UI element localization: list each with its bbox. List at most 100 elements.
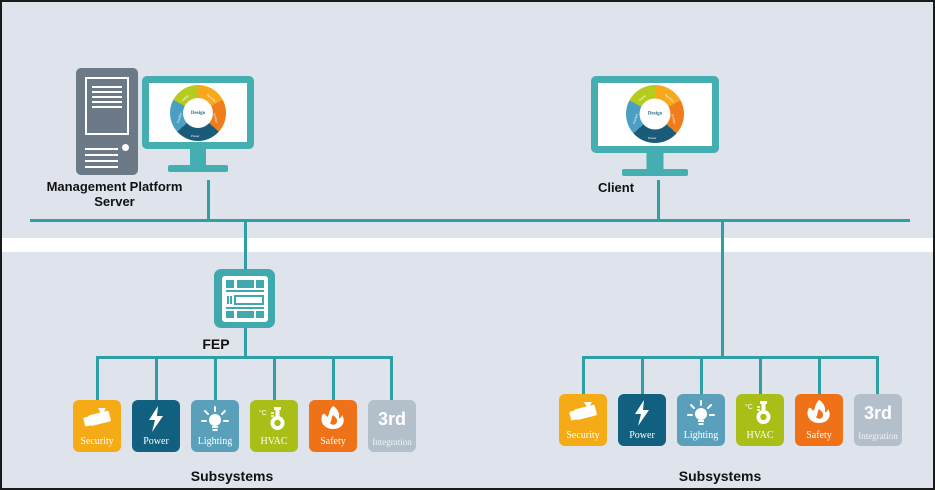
- donut-label-energy: Energy: [212, 112, 220, 124]
- fep-to-bar-line: [244, 328, 247, 358]
- subsystem-tile-lighting-left[interactable]: Lighting: [191, 400, 239, 452]
- monitor-frame: Desigo Safety Security Energy Power Comf…: [142, 76, 254, 149]
- right-drop-safety: [818, 356, 821, 394]
- management-server-label: Management Platform Server: [22, 179, 207, 210]
- subsystem-tile-security-right[interactable]: Security: [559, 394, 607, 446]
- right-subsystems-group-label: Subsystems: [678, 468, 762, 484]
- server-drive-bays: [85, 77, 129, 135]
- left-drop-safety: [332, 356, 335, 400]
- fep-bar-top-left: [225, 279, 234, 288]
- fep-label: FEP: [202, 336, 230, 352]
- subsystem-label-power-right: Power: [629, 430, 655, 441]
- subsystem-label-integration-left: Integration: [372, 437, 412, 447]
- lightbulb-icon: [677, 394, 725, 431]
- fep-bar-bottom-rail: [225, 306, 264, 309]
- monitor-neck: [190, 149, 206, 165]
- donut-center-label: Desigo: [190, 110, 206, 116]
- fep-device-icon: [214, 269, 275, 328]
- client-donut-label-energy: Energy: [670, 113, 678, 125]
- subsystem-tile-power-left[interactable]: Power: [132, 400, 180, 452]
- server-power-led: [122, 144, 129, 151]
- left-subsystems-group-label: Subsystems: [190, 468, 274, 484]
- subsystem-tile-hvac-right[interactable]: °C HVAC: [736, 394, 784, 446]
- server-vents: [85, 144, 118, 172]
- thermometer-icon: °C: [736, 394, 784, 431]
- client-monitor-base: [622, 169, 688, 176]
- third-party-icon: 3rd: [368, 400, 416, 438]
- subsystem-label-hvac-left: HVAC: [260, 436, 288, 447]
- client-monitor: Desigo Safety Security Energy Power Comf…: [591, 76, 719, 176]
- camera-icon: [559, 394, 607, 431]
- fep-bar-top-mid: [236, 279, 254, 288]
- desigo-donut-chart: Desigo Safety Security Energy Power Comf…: [170, 85, 226, 141]
- lightning-icon: [132, 400, 180, 437]
- server-tower-icon: [76, 68, 138, 175]
- left-drop-security: [96, 356, 99, 400]
- right-distribution-bar: [582, 356, 878, 359]
- fep-terminal-2: [229, 295, 232, 304]
- client-label: Client: [597, 180, 635, 195]
- lightbulb-icon: [191, 400, 239, 437]
- fep-bar-bottom-right: [255, 310, 264, 318]
- camera-icon: [73, 400, 121, 437]
- left-drop-lighting: [214, 356, 217, 400]
- donut-center: Desigo: [183, 98, 213, 128]
- right-drop-security: [582, 356, 585, 394]
- subsystem-label-lighting-right: Lighting: [683, 430, 719, 441]
- subsystem-label-security-right: Security: [566, 430, 600, 441]
- fep-bar-top-right: [255, 279, 264, 288]
- server-to-bus-line: [207, 180, 210, 220]
- background-white-band: [2, 238, 933, 252]
- subsystem-label-integration-right: Integration: [858, 431, 898, 441]
- subsystem-label-safety-right: Safety: [806, 430, 832, 441]
- subsystem-label-lighting-left: Lighting: [197, 436, 233, 447]
- bus-to-fep-line: [244, 219, 247, 272]
- subsystem-tile-security-left[interactable]: Security: [73, 400, 121, 452]
- subsystem-tile-integration-right[interactable]: 3rd Integration: [854, 394, 902, 446]
- flame-icon: [309, 400, 357, 437]
- client-to-bus-line: [657, 180, 660, 220]
- client-desigo-donut-chart: Desigo Safety Security Energy Power Comf…: [626, 85, 684, 143]
- subsystem-tile-hvac-left[interactable]: °C HVAC: [250, 400, 298, 452]
- right-drop-integration: [876, 356, 879, 394]
- subsystem-tile-power-right[interactable]: Power: [618, 394, 666, 446]
- subsystem-tile-lighting-right[interactable]: Lighting: [677, 394, 725, 446]
- third-party-badge: 3rd: [863, 402, 892, 423]
- third-party-badge: 3rd: [377, 408, 406, 429]
- left-distribution-bar: [96, 356, 392, 359]
- third-party-icon: 3rd: [854, 394, 902, 432]
- fep-terminal-1: [226, 295, 229, 304]
- left-drop-hvac: [273, 356, 276, 400]
- fep-controller-glyph: [221, 275, 268, 322]
- client-monitor-neck: [646, 153, 664, 169]
- left-drop-integration: [390, 356, 393, 400]
- client-donut-center-label: Desigo: [647, 111, 663, 117]
- client-donut-label-comfort: Comfort: [631, 113, 639, 125]
- client-donut-label-security: Security: [664, 92, 676, 104]
- network-bus-line: [30, 219, 910, 222]
- client-donut-center: Desigo: [639, 98, 671, 130]
- client-monitor-frame: Desigo Safety Security Energy Power Comf…: [591, 76, 719, 153]
- management-server-label-line1: Management Platform: [46, 179, 183, 194]
- subsystem-tile-safety-right[interactable]: Safety: [795, 394, 843, 446]
- fep-bar-bottom-mid: [236, 310, 254, 318]
- subsystem-tile-integration-left[interactable]: 3rd Integration: [368, 400, 416, 452]
- subsystem-label-safety-left: Safety: [320, 436, 346, 447]
- management-server-label-line2: Server: [94, 193, 135, 209]
- client-donut-label-power: Power: [648, 136, 657, 140]
- donut-label-power: Power: [191, 134, 200, 138]
- subsystem-label-power-left: Power: [143, 436, 169, 447]
- management-server-monitor: Desigo Safety Security Energy Power Comf…: [142, 76, 254, 172]
- fep-module-body: [233, 294, 264, 305]
- bus-to-right-group-line: [721, 219, 724, 358]
- right-drop-hvac: [759, 356, 762, 394]
- subsystem-label-hvac-right: HVAC: [746, 430, 774, 441]
- lightning-icon: [618, 394, 666, 431]
- monitor-base: [168, 165, 228, 172]
- flame-icon: [795, 394, 843, 431]
- subsystem-label-security-left: Security: [80, 436, 114, 447]
- subsystem-tile-safety-left[interactable]: Safety: [309, 400, 357, 452]
- right-drop-power: [641, 356, 644, 394]
- left-drop-power: [155, 356, 158, 400]
